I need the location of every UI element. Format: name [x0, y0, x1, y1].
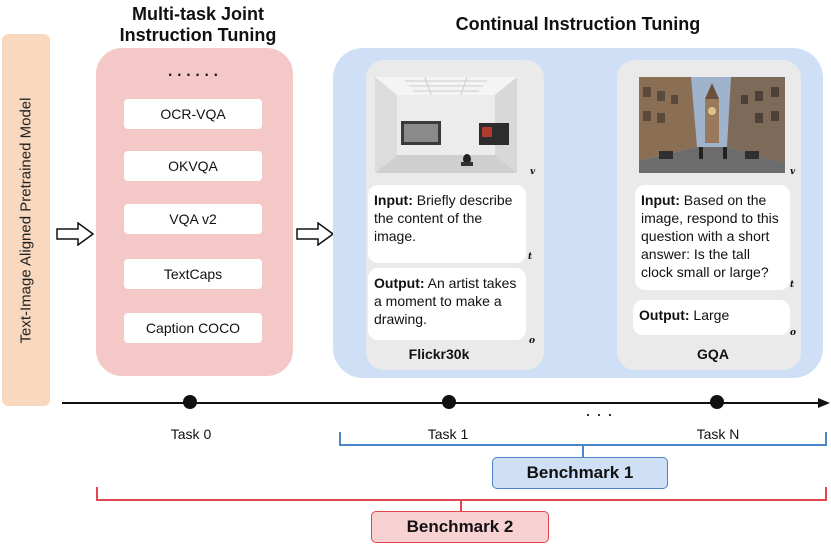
output-letter: o	[790, 328, 797, 338]
multitask-dots: ......	[167, 56, 222, 81]
visual-letter: v	[790, 167, 796, 177]
multitask-title: Multi-task Joint Instruction Tuning	[119, 4, 277, 45]
dataset-item: VQA v2	[124, 204, 262, 234]
dataset-label: GQA	[697, 346, 729, 362]
output-box: Output: An artist takes a moment to make…	[368, 268, 526, 340]
task-label: Task N	[696, 426, 740, 442]
dataset-label: Flickr30k	[408, 346, 470, 362]
input-box: Input: Briefly describe the content of t…	[368, 185, 526, 263]
timeline-dots: · · ·	[585, 404, 613, 424]
benchmark-2-box: Benchmark 2	[371, 511, 549, 543]
dataset-item: TextCaps	[124, 259, 262, 289]
text-letter: t	[790, 280, 795, 290]
text-letter: t	[528, 252, 533, 262]
dataset-item: OCR-VQA	[124, 99, 262, 129]
continual-title: Continual Instruction Tuning	[455, 14, 701, 34]
arrow-right-icon	[296, 222, 334, 246]
dataset-item: OKVQA	[124, 151, 262, 181]
arrow-right-icon	[56, 222, 94, 246]
street-image	[639, 77, 785, 173]
visual-letter: v	[530, 167, 536, 177]
input-box: Input: Based on the image, respond to th…	[635, 185, 790, 290]
dataset-item: Caption COCO	[124, 313, 262, 343]
pretrained-model-bar	[2, 34, 50, 406]
output-box: Output: Large	[633, 300, 790, 335]
output-letter: o	[529, 336, 536, 346]
gallery-image	[375, 77, 517, 173]
timeline	[62, 395, 830, 409]
benchmark-1-box: Benchmark 1	[492, 457, 668, 489]
task-label: Task 1	[427, 426, 469, 442]
task-label: Task 0	[170, 426, 212, 442]
